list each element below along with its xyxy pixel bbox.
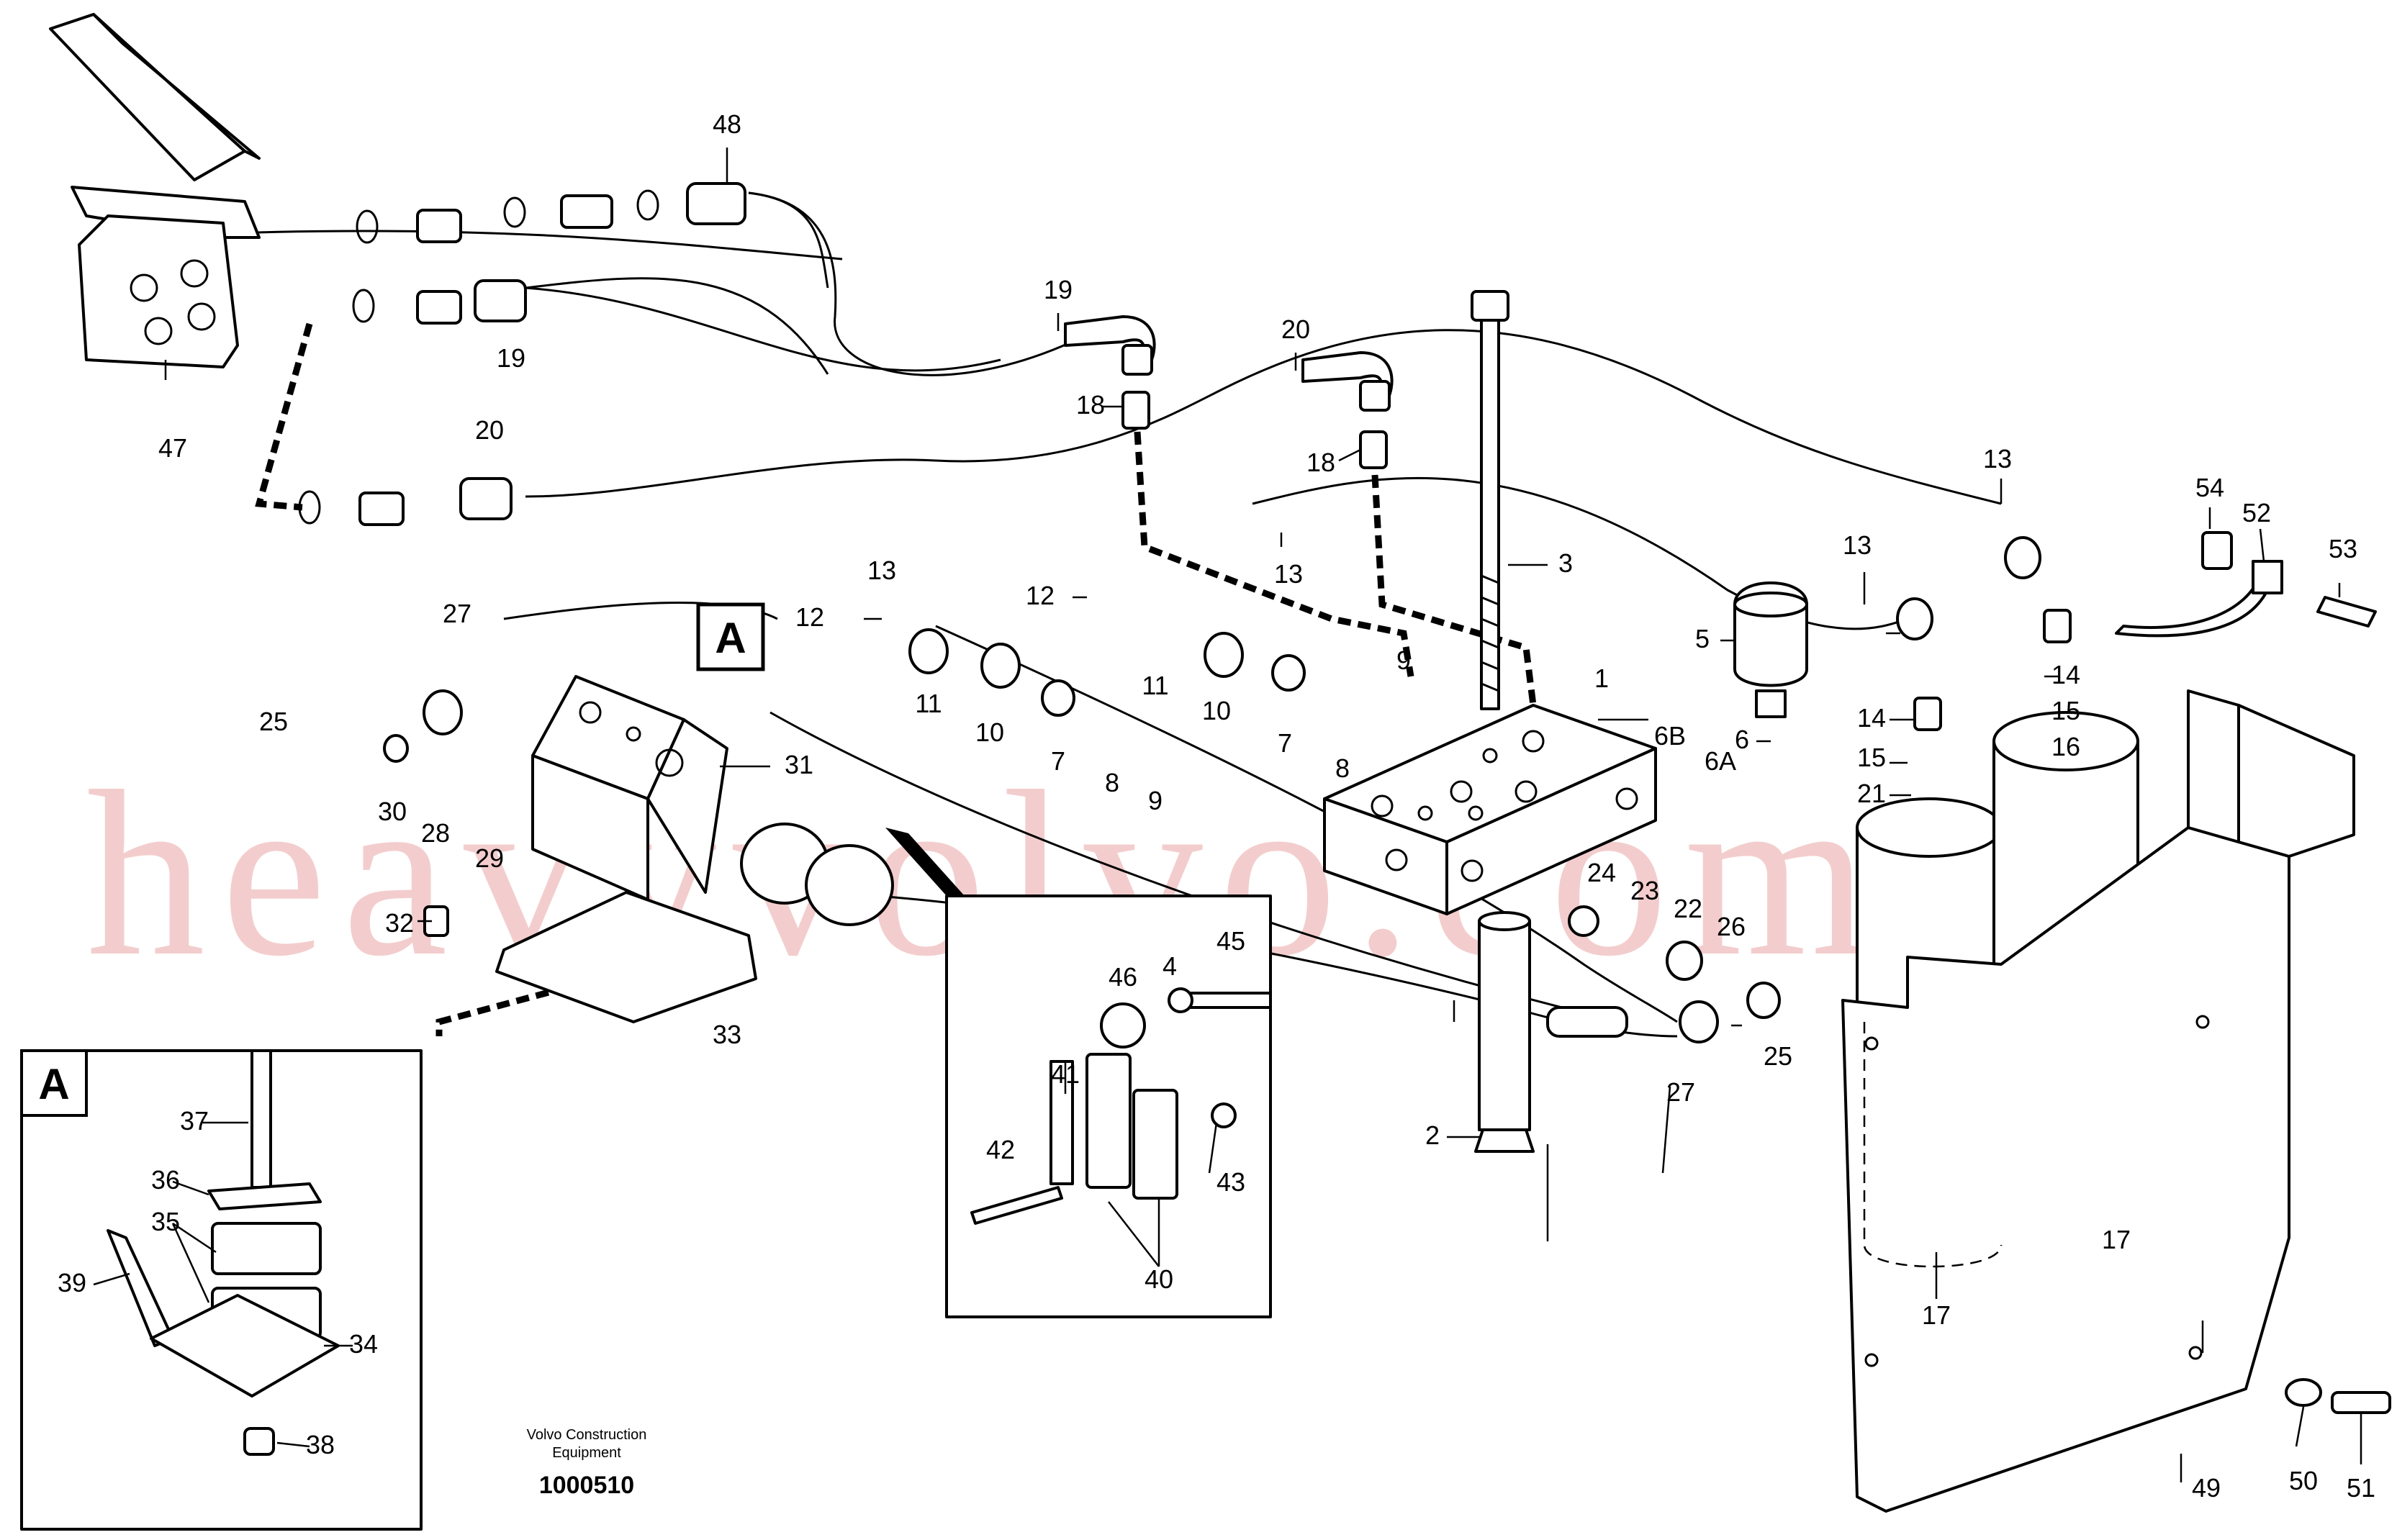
part-label-p47: 47: [158, 433, 187, 463]
part-label-p14b: 14: [1857, 703, 1886, 733]
part-label-p23: 23: [1630, 876, 1659, 905]
part-label-p51: 51: [2347, 1473, 2375, 1503]
part-label-p5: 5: [1695, 624, 1710, 653]
valve-block: [495, 675, 894, 1023]
part-label-p18a: 18: [1076, 390, 1105, 420]
cylinder-part: [1474, 911, 1535, 1153]
part-label-p20a: 20: [1281, 314, 1310, 344]
part-label-p33: 33: [713, 1020, 741, 1049]
part-label-p13c: 13: [1843, 530, 1872, 560]
bracket-clamp: [2115, 531, 2377, 638]
part-label-p13b: 13: [867, 556, 896, 585]
part-label-p40: 40: [1145, 1264, 1173, 1294]
part-label-p38: 38: [306, 1430, 335, 1459]
part-label-p48: 48: [713, 109, 741, 139]
detail-a-frame: [20, 1049, 423, 1531]
part-label-p21: 21: [1857, 779, 1886, 808]
part-label-p22: 22: [1674, 894, 1702, 923]
part-label-p9a: 9: [1396, 646, 1411, 675]
detail-a-frame-letter: A: [38, 1060, 69, 1108]
part-label-p35: 35: [151, 1207, 180, 1236]
part-label-p42: 42: [986, 1135, 1015, 1164]
part-label-p53: 53: [2329, 534, 2357, 563]
leader-lines: [93, 148, 2362, 1482]
part-label-p28: 28: [421, 818, 450, 848]
small-parts-row: [383, 536, 2391, 1414]
part-label-p36: 36: [151, 1165, 180, 1195]
part-label-p15b: 15: [1857, 743, 1886, 772]
credit-line-1: Volvo Construction: [527, 1427, 647, 1443]
part-label-p41: 41: [1051, 1059, 1080, 1089]
part-label-p10b: 10: [1202, 696, 1231, 725]
part-label-p45: 45: [1216, 926, 1245, 956]
detail-a-callout-box: [696, 602, 765, 671]
part-label-p19b: 19: [497, 343, 525, 373]
part-label-p14a: 14: [2051, 660, 2080, 689]
part-label-p11b: 11: [1142, 671, 1168, 700]
part-label-p31: 31: [785, 750, 813, 779]
part-label-p30: 30: [378, 797, 407, 826]
part-label-p49: 49: [2192, 1473, 2221, 1503]
part-label-p18b: 18: [1306, 448, 1335, 477]
part-label-p54: 54: [2195, 473, 2224, 502]
elbow-fittings: [1064, 315, 1394, 469]
part-label-p20b: 20: [475, 415, 504, 445]
part-label-p15a: 15: [2051, 696, 2080, 725]
annotation-text: A A Volvo Construction Equipment 1000510: [38, 602, 765, 1499]
part-label-p7b: 7: [1278, 728, 1292, 758]
part-label-p1: 1: [1594, 663, 1609, 693]
part-label-p13a: 13: [1274, 559, 1303, 589]
detail-a-callout-letter: A: [715, 614, 746, 662]
part-label-p24: 24: [1587, 858, 1616, 887]
manifold-block: [1323, 704, 1657, 915]
part-label-p26: 26: [1717, 912, 1746, 941]
part-label-p17b: 17: [2102, 1225, 2131, 1254]
pedal-assembly: [49, 13, 261, 368]
part-label-p8a: 8: [1105, 768, 1119, 797]
part-label-p7a: 7: [1051, 746, 1065, 776]
part-label-p10a: 10: [975, 717, 1004, 747]
part-label-p17a: 17: [1922, 1300, 1951, 1330]
part-label-p39: 39: [58, 1268, 86, 1297]
part-label-p12b: 12: [1026, 581, 1055, 610]
part-label-p46: 46: [1109, 962, 1137, 992]
part-label-p6a: 6A: [1705, 746, 1736, 776]
cover-plate: [1841, 689, 2355, 1513]
part-label-p43: 43: [1216, 1167, 1245, 1197]
part-label-p2: 2: [1425, 1120, 1440, 1150]
part-label-p34: 34: [349, 1329, 378, 1359]
part-label-p4: 4: [1163, 951, 1177, 981]
part-number-labels: 4819194720201818313131313545253121227251…: [58, 109, 2375, 1503]
part-label-p37: 37: [180, 1106, 209, 1136]
part-label-p8b: 8: [1335, 753, 1350, 783]
part-label-p12a: 12: [795, 602, 824, 632]
detail-box-clamp: [885, 828, 1272, 1318]
part-label-p11a: 11: [915, 689, 942, 718]
part-label-p13d: 13: [1983, 444, 2012, 474]
accumulator: [1733, 581, 1808, 718]
drawing-number: 1000510: [539, 1472, 634, 1499]
part-label-p32: 32: [385, 908, 414, 938]
part-label-p27b: 27: [1666, 1077, 1695, 1107]
part-label-p25a: 25: [259, 707, 288, 736]
part-label-p6b: 6B: [1654, 721, 1686, 751]
top-fittings: [298, 182, 746, 526]
part-label-p19a: 19: [1044, 275, 1073, 304]
credit-line-2: Equipment: [552, 1445, 621, 1461]
part-label-p27a: 27: [443, 599, 471, 628]
part-label-p9b: 9: [1148, 786, 1163, 815]
part-label-p25b: 25: [1764, 1041, 1792, 1071]
part-label-p29: 29: [475, 843, 504, 873]
long-bolt: [1471, 290, 1509, 710]
part-label-p16: 16: [2051, 732, 2080, 761]
part-label-p50: 50: [2289, 1466, 2318, 1495]
part-label-p6: 6: [1735, 725, 1749, 754]
part-label-p52: 52: [2242, 498, 2271, 527]
part-label-p3: 3: [1558, 548, 1573, 578]
